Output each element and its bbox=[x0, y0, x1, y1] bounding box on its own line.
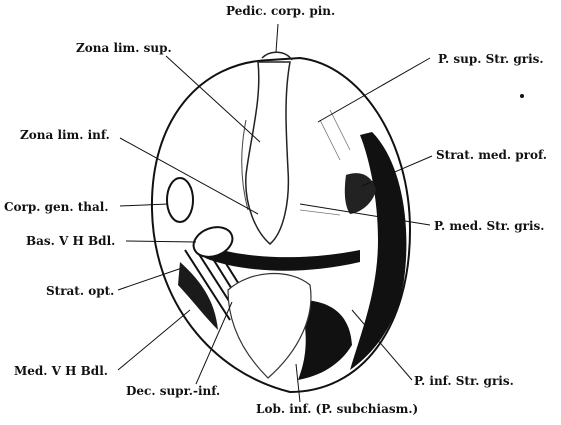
label-bas-vh-bdl: Bas. V H Bdl. bbox=[26, 234, 115, 248]
corp-gen-thal-oval bbox=[167, 178, 193, 222]
label-strat-opt: Strat. opt. bbox=[46, 284, 114, 298]
label-strat-med-prof: Strat. med. prof. bbox=[436, 148, 547, 162]
label-dec-supr-inf: Dec. supr.-inf. bbox=[126, 384, 220, 398]
label-p-inf-str-gris: P. inf. Str. gris. bbox=[414, 374, 514, 388]
label-corp-gen-thal: Corp. gen. thal. bbox=[4, 200, 109, 214]
label-zona-lim-inf: Zona lim. inf. bbox=[20, 128, 110, 142]
label-med-vh-bdl: Med. V H Bdl. bbox=[14, 364, 108, 378]
stray-dot bbox=[520, 94, 524, 98]
label-pedic-corp-pin: Pedic. corp. pin. bbox=[226, 4, 335, 18]
label-p-sup-str-gris: P. sup. Str. gris. bbox=[438, 52, 544, 66]
label-p-med-str-gris: P. med. Str. gris. bbox=[434, 219, 544, 233]
label-lob-inf: Lob. inf. (P. subchiasm.) bbox=[256, 402, 418, 416]
label-zona-lim-sup: Zona lim. sup. bbox=[76, 41, 172, 55]
